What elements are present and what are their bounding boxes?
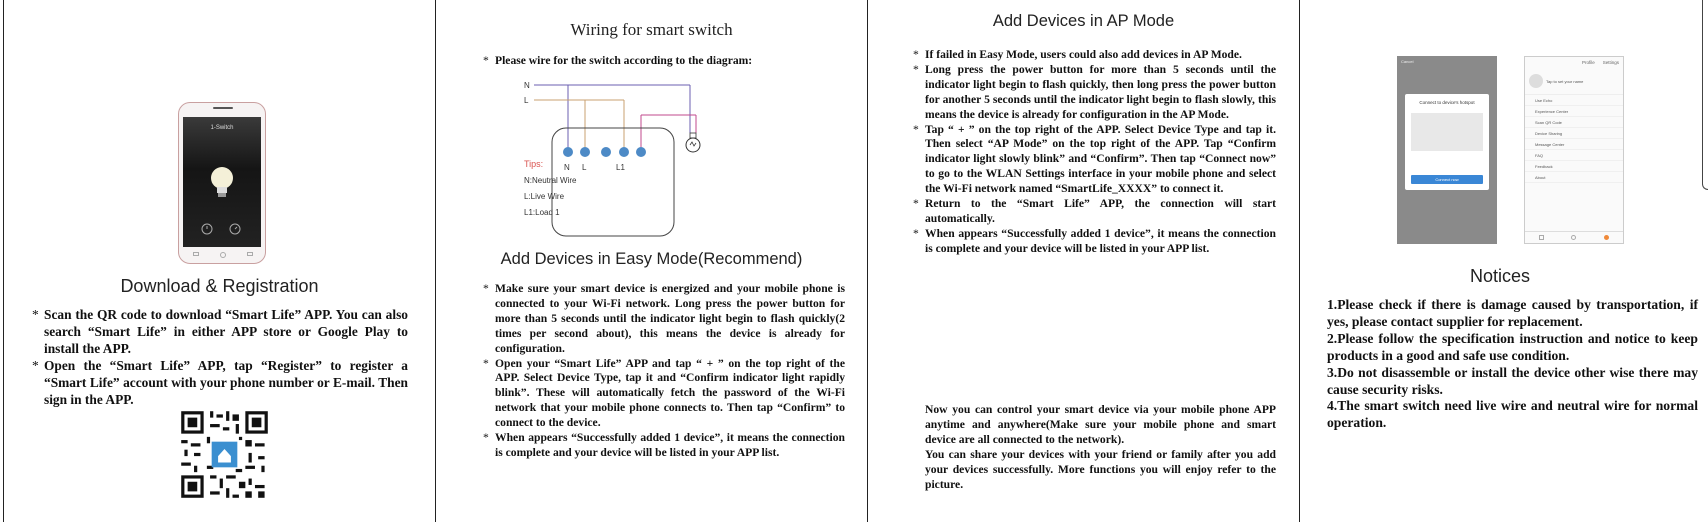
tips-item: N:Neutral Wire (524, 176, 577, 185)
panel-notices: Cancel Connect to device's hotspot Conne… (1300, 0, 1702, 522)
phone-nav-buttons (193, 252, 253, 258)
connect-dialog: Connect to device's hotspot Connect now (1405, 94, 1489, 190)
tips-title: Tips: (524, 159, 543, 169)
menu-item[interactable]: Device Sharing (1525, 128, 1623, 139)
list-item: Make sure your smart device is energized… (483, 282, 845, 357)
ap-mode-bullet-list: If failed in Easy Mode, users could also… (913, 48, 1276, 257)
list-item: If failed in Easy Mode, users could also… (913, 48, 1276, 63)
phone-screen-title: 1-Switch (210, 125, 234, 131)
app-screenshot-ap-mode: Cancel Connect to device's hotspot Conne… (1397, 56, 1497, 244)
notices-heading: Notices (1469, 266, 1531, 286)
phone-mockup: 1-Switch (178, 102, 266, 264)
list-item: Return to the “Smart Life” APP, the conn… (913, 197, 1276, 227)
profile-user-name: Tap to set your name (1546, 78, 1584, 84)
wiring-heading: Wiring for smart switch (570, 20, 733, 39)
notice-item: 4.The smart switch need live wire and ne… (1327, 398, 1698, 431)
profile-icon[interactable] (1604, 235, 1610, 240)
terminal-l (580, 147, 590, 157)
menu-item[interactable]: Message Center (1525, 139, 1623, 150)
profile-user-row[interactable]: Tap to set your name (1525, 68, 1623, 95)
phone-screen: 1-Switch (183, 117, 261, 247)
lightbulb-icon (211, 167, 233, 197)
terminal (601, 147, 611, 157)
easy-mode-heading: Add Devices in Easy Mode(Recommend) (500, 250, 803, 268)
closing-paragraph: Now you can control your smart device vi… (925, 403, 1276, 446)
scene-icon[interactable] (1571, 235, 1577, 240)
dialog-illustration (1411, 113, 1483, 151)
list-item: Open your “Smart Life” APP and tap “ + ”… (483, 357, 845, 432)
wiring-instruction: Please wire for the switch according to … (483, 54, 853, 69)
lightbulb-icon (685, 132, 701, 153)
app-screenshot-profile: Profile Settings Tap to set your name Us… (1524, 56, 1624, 244)
easy-mode-bullet-list: Make sure your smart device is energized… (483, 282, 845, 461)
ap-mode-closing: Now you can control your smart device vi… (925, 403, 1276, 492)
notice-item: 1.Please check if there is damage caused… (1327, 297, 1698, 329)
terminal-label-l1: L1 (616, 163, 625, 172)
notice-item: 2.Please follow the specification instru… (1327, 330, 1698, 363)
notices-list: 1.Please check if there is damage caused… (1327, 297, 1698, 432)
panel-wiring-easy-mode: Wiring for smart switch Please wire for … (436, 0, 867, 522)
wiring-diagram: N L N L L1 Tips: N:Neutral Wire L:Li (524, 81, 701, 237)
panel-divider (867, 0, 868, 522)
switch-module (551, 127, 675, 237)
menu-item[interactable]: About (1525, 172, 1623, 183)
list-item: Please wire for the switch according to … (483, 54, 853, 69)
power-icon[interactable] (201, 223, 213, 235)
download-bullet-list: Scan the QR code to download “Smart Life… (32, 306, 408, 408)
list-item: Long press the power button for more tha… (913, 63, 1276, 123)
terminal-l1 (636, 147, 646, 157)
list-item: Scan the QR code to download “Smart Life… (32, 306, 408, 357)
dialog-title: Connect to device's hotspot (1419, 100, 1475, 105)
panel-divider (3, 0, 4, 522)
profile-menu: Use Echo Experience Center Scan QR Code … (1525, 95, 1623, 183)
menu-item[interactable]: Experience Center (1525, 106, 1623, 117)
notice-item: 3.Do not disassemble or install the devi… (1327, 364, 1698, 397)
tips-item: L:Live Wire (524, 192, 565, 201)
wire-label-n: N (524, 81, 530, 90)
menu-item[interactable]: Feedback (1525, 161, 1623, 172)
list-item: When appears “Successfully added 1 devic… (913, 227, 1276, 257)
cancel-label: Cancel (1401, 59, 1414, 64)
list-item: Tap “ + ” on the top right of the APP. S… (913, 123, 1276, 198)
terminal-label-l: L (582, 163, 587, 172)
phone-speaker (213, 107, 233, 109)
ap-mode-heading: Add Devices in AP Mode (992, 12, 1175, 30)
timer-icon[interactable] (229, 223, 241, 235)
tab-settings[interactable]: Settings (1602, 60, 1619, 65)
terminal (619, 147, 629, 157)
list-item: Open the “Smart Life” APP, tap “Register… (32, 357, 408, 408)
connect-now-button[interactable]: Connect now (1411, 175, 1483, 184)
tab-profile[interactable]: Profile (1581, 60, 1595, 65)
list-item: When appears “Successfully added 1 devic… (483, 431, 845, 461)
menu-item[interactable]: Use Echo (1525, 95, 1623, 106)
avatar (1529, 74, 1543, 88)
closing-paragraph: You can share your devices with your fri… (925, 447, 1276, 491)
menu-item[interactable]: Scan QR Code (1525, 117, 1623, 128)
profile-tabs: Profile Settings (1525, 57, 1623, 68)
profile-bottom-nav (1525, 231, 1623, 243)
download-heading: Download & Registration (120, 276, 319, 296)
panel-divider (435, 0, 436, 522)
tips-item: L1:Load 1 (524, 208, 560, 217)
terminal-n (563, 147, 573, 157)
page-edge-mark (1702, 0, 1708, 190)
home-icon[interactable] (1538, 235, 1544, 240)
panel-divider (1299, 0, 1300, 522)
panel-download-registration: 1-Switch Download & Registration Scan th… (4, 0, 435, 522)
wire-label-l: L (524, 96, 529, 105)
terminal-label-n: N (564, 163, 570, 172)
qr-code[interactable] (178, 408, 271, 501)
menu-item[interactable]: FAQ (1525, 150, 1623, 161)
panel-ap-mode: Add Devices in AP Mode If failed in Easy… (868, 0, 1299, 522)
